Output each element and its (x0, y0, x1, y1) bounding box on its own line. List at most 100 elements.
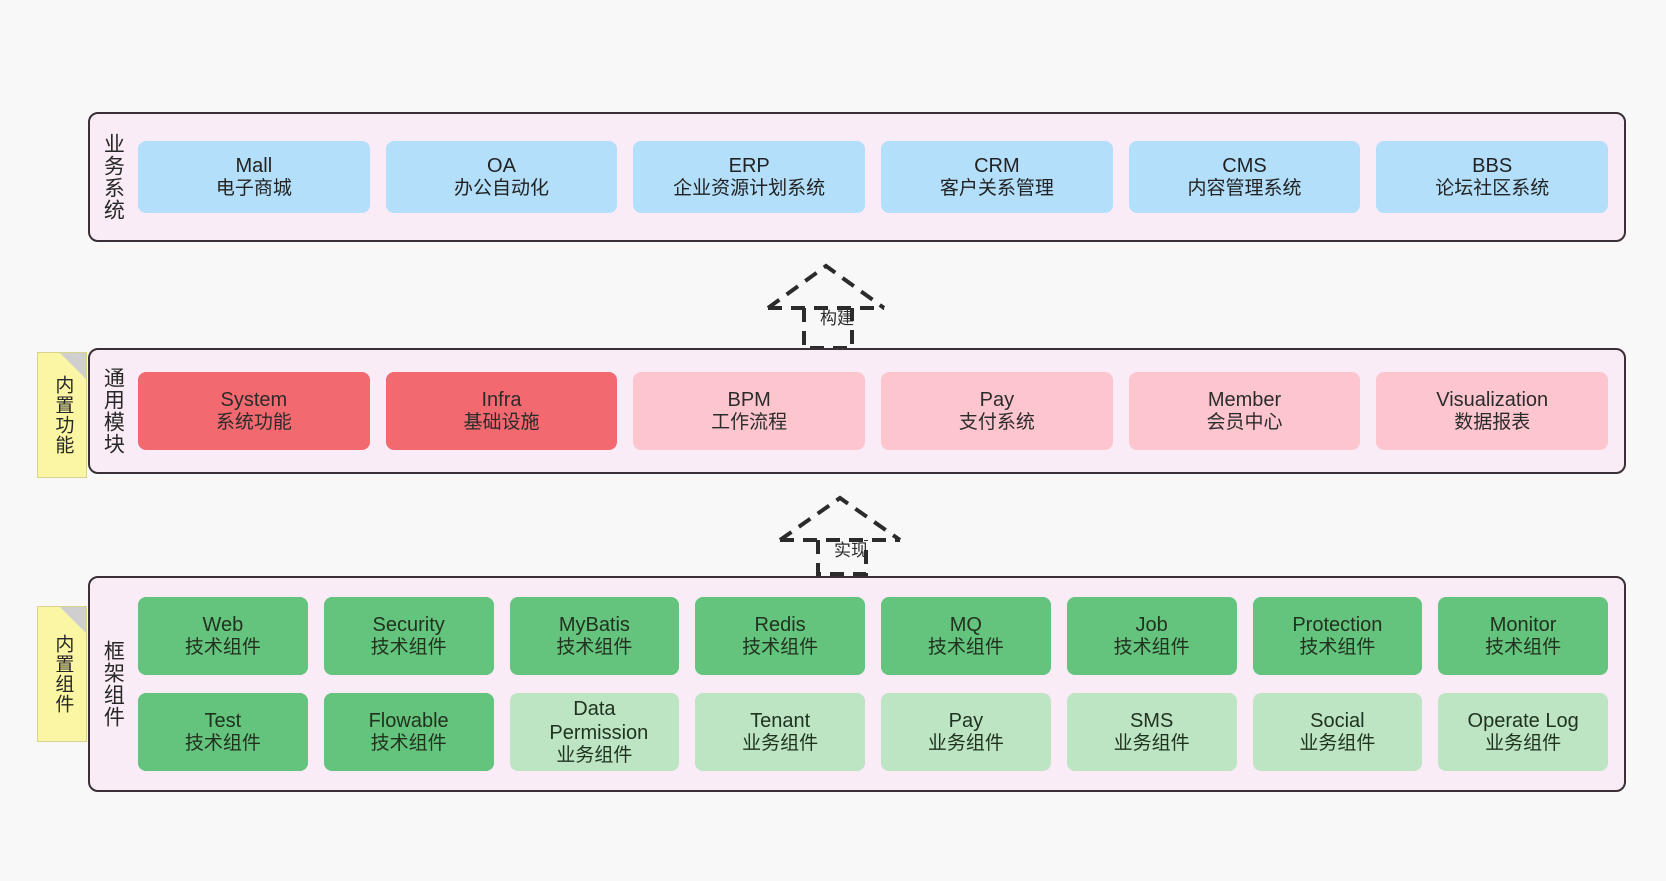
component-subtitle: 业务组件 (742, 732, 819, 754)
module-subtitle: 内容管理系统 (1187, 177, 1302, 199)
component-subtitle: 技术组件 (370, 732, 447, 754)
module-subtitle: 数据报表 (1454, 411, 1531, 433)
connector-implement: 实现 (772, 492, 932, 576)
component-subtitle: 技术组件 (1299, 636, 1376, 658)
component-card-monitor[interactable]: Monitor 技术组件 (1438, 597, 1608, 675)
component-subtitle: 技术组件 (742, 636, 819, 658)
module-subtitle: 客户关系管理 (939, 177, 1054, 199)
module-subtitle: 办公自动化 (454, 177, 550, 199)
module-name: Mall (235, 154, 273, 177)
component-subtitle: 业务组件 (1485, 732, 1562, 754)
component-subtitle: 技术组件 (370, 636, 447, 658)
component-card-job[interactable]: Job 技术组件 (1066, 597, 1237, 675)
component-subtitle: 技术组件 (184, 636, 261, 658)
component-name: Job (1135, 613, 1168, 636)
module-name: Visualization (1436, 388, 1549, 411)
module-card-member[interactable]: Member 会员中心 (1128, 372, 1361, 450)
component-name: MQ (949, 613, 982, 636)
component-name: Data Permission (549, 697, 649, 744)
component-subtitle: 业务组件 (556, 744, 633, 766)
layer-framework-components[interactable]: 框架组件 Web 技术组件 Security 技术组件 MyBatis 技术组件… (88, 576, 1626, 792)
module-card-bpm[interactable]: BPM 工作流程 (633, 372, 866, 450)
module-subtitle: 电子商城 (215, 177, 292, 199)
component-card-security[interactable]: Security 技术组件 (323, 597, 494, 675)
module-name: BPM (727, 388, 771, 411)
component-name: MyBatis (558, 613, 630, 636)
component-subtitle: 业务组件 (1113, 732, 1190, 754)
component-card-flowable[interactable]: Flowable 技术组件 (323, 693, 494, 771)
component-card-social[interactable]: Social 业务组件 (1252, 693, 1423, 771)
component-card-mq[interactable]: MQ 技术组件 (881, 597, 1051, 675)
sticky-note-builtin-components: 内置组件 (37, 606, 87, 742)
component-card-operate-log[interactable]: Operate Log 业务组件 (1438, 693, 1608, 771)
layer-row: Mall 电子商城 OA 办公自动化 ERP 企业资源计划系统 CRM 客户关系… (138, 141, 1609, 213)
layer-body-common-modules: System 系统功能 Infra 基础设施 BPM 工作流程 Pay 支付系统… (134, 350, 1624, 472)
module-card-visualization[interactable]: Visualization 数据报表 (1376, 372, 1609, 450)
module-card-oa[interactable]: OA 办公自动化 (385, 141, 618, 213)
connector-label-build: 构建 (820, 309, 854, 328)
component-card-pay[interactable]: Pay 业务组件 (881, 693, 1051, 771)
sticky-note-text: 内置组件 (52, 634, 74, 714)
module-card-infra[interactable]: Infra 基础设施 (385, 372, 618, 450)
page-fold-icon (60, 353, 86, 379)
module-card-bbs[interactable]: BBS 论坛社区系统 (1376, 141, 1609, 213)
component-card-test[interactable]: Test 技术组件 (138, 693, 308, 771)
component-name: Web (202, 613, 244, 636)
module-subtitle: 系统功能 (215, 411, 292, 433)
component-subtitle: 技术组件 (184, 732, 261, 754)
component-card-sms[interactable]: SMS 业务组件 (1066, 693, 1237, 771)
layer-body-business-systems: Mall 电子商城 OA 办公自动化 ERP 企业资源计划系统 CRM 客户关系… (134, 114, 1624, 240)
module-name: BBS (1472, 154, 1513, 177)
layer-row: Test 技术组件 Flowable 技术组件 Data Permission … (138, 693, 1608, 771)
module-card-crm[interactable]: CRM 客户关系管理 (881, 141, 1113, 213)
module-card-mall[interactable]: Mall 电子商城 (138, 141, 370, 213)
sticky-note-text: 内置功能 (52, 375, 74, 455)
layer-body-framework-components: Web 技术组件 Security 技术组件 MyBatis 技术组件 Redi… (134, 578, 1624, 790)
module-card-system[interactable]: System 系统功能 (138, 372, 370, 450)
component-name: Social (1310, 709, 1365, 732)
module-name: Member (1207, 388, 1282, 411)
component-name: Pay (948, 709, 984, 732)
module-name: Infra (481, 388, 522, 411)
module-subtitle: 论坛社区系统 (1435, 177, 1550, 199)
module-subtitle: 基础设施 (463, 411, 540, 433)
sticky-note-builtin-features: 内置功能 (37, 352, 87, 478)
layer-common-modules[interactable]: 通用模块 System 系统功能 Infra 基础设施 BPM 工作流程 Pay… (88, 348, 1626, 474)
layer-title-common-modules: 通用模块 (101, 367, 125, 455)
component-subtitle: 技术组件 (1113, 636, 1190, 658)
component-name: Protection (1292, 613, 1383, 636)
component-name: Tenant (750, 709, 811, 732)
component-name: SMS (1129, 709, 1174, 732)
module-name: Pay (979, 388, 1015, 411)
layer-business-systems[interactable]: 业务系统 Mall 电子商城 OA 办公自动化 ERP 企业资源计划系统 CRM… (88, 112, 1626, 242)
component-name: Test (204, 709, 242, 732)
component-subtitle: 业务组件 (1299, 732, 1376, 754)
component-card-tenant[interactable]: Tenant 业务组件 (695, 693, 865, 771)
module-card-pay[interactable]: Pay 支付系统 (881, 372, 1113, 450)
component-card-mybatis[interactable]: MyBatis 技术组件 (509, 597, 680, 675)
layer-row: Web 技术组件 Security 技术组件 MyBatis 技术组件 Redi… (138, 597, 1608, 675)
module-subtitle: 会员中心 (1206, 411, 1283, 433)
component-subtitle: 技术组件 (927, 636, 1004, 658)
component-name: Security (372, 613, 445, 636)
component-name: Flowable (368, 709, 449, 732)
layer-title-framework-components: 框架组件 (101, 640, 125, 728)
component-card-redis[interactable]: Redis 技术组件 (695, 597, 865, 675)
connector-label-implement: 实现 (834, 541, 868, 560)
module-name: CMS (1222, 154, 1267, 177)
component-subtitle: 业务组件 (927, 732, 1004, 754)
component-card-web[interactable]: Web 技术组件 (138, 597, 308, 675)
module-card-cms[interactable]: CMS 内容管理系统 (1128, 141, 1361, 213)
component-card-data-permission[interactable]: Data Permission 业务组件 (509, 693, 680, 771)
component-card-protection[interactable]: Protection 技术组件 (1252, 597, 1423, 675)
module-name: CRM (974, 154, 1020, 177)
module-card-erp[interactable]: ERP 企业资源计划系统 (633, 141, 866, 213)
module-name: System (220, 388, 288, 411)
module-name: OA (487, 154, 516, 177)
layer-row: System 系统功能 Infra 基础设施 BPM 工作流程 Pay 支付系统… (138, 372, 1609, 450)
connector-build: 构建 (758, 258, 918, 350)
module-subtitle: 支付系统 (958, 411, 1035, 433)
module-subtitle: 企业资源计划系统 (673, 177, 826, 199)
page-fold-icon (60, 607, 86, 633)
